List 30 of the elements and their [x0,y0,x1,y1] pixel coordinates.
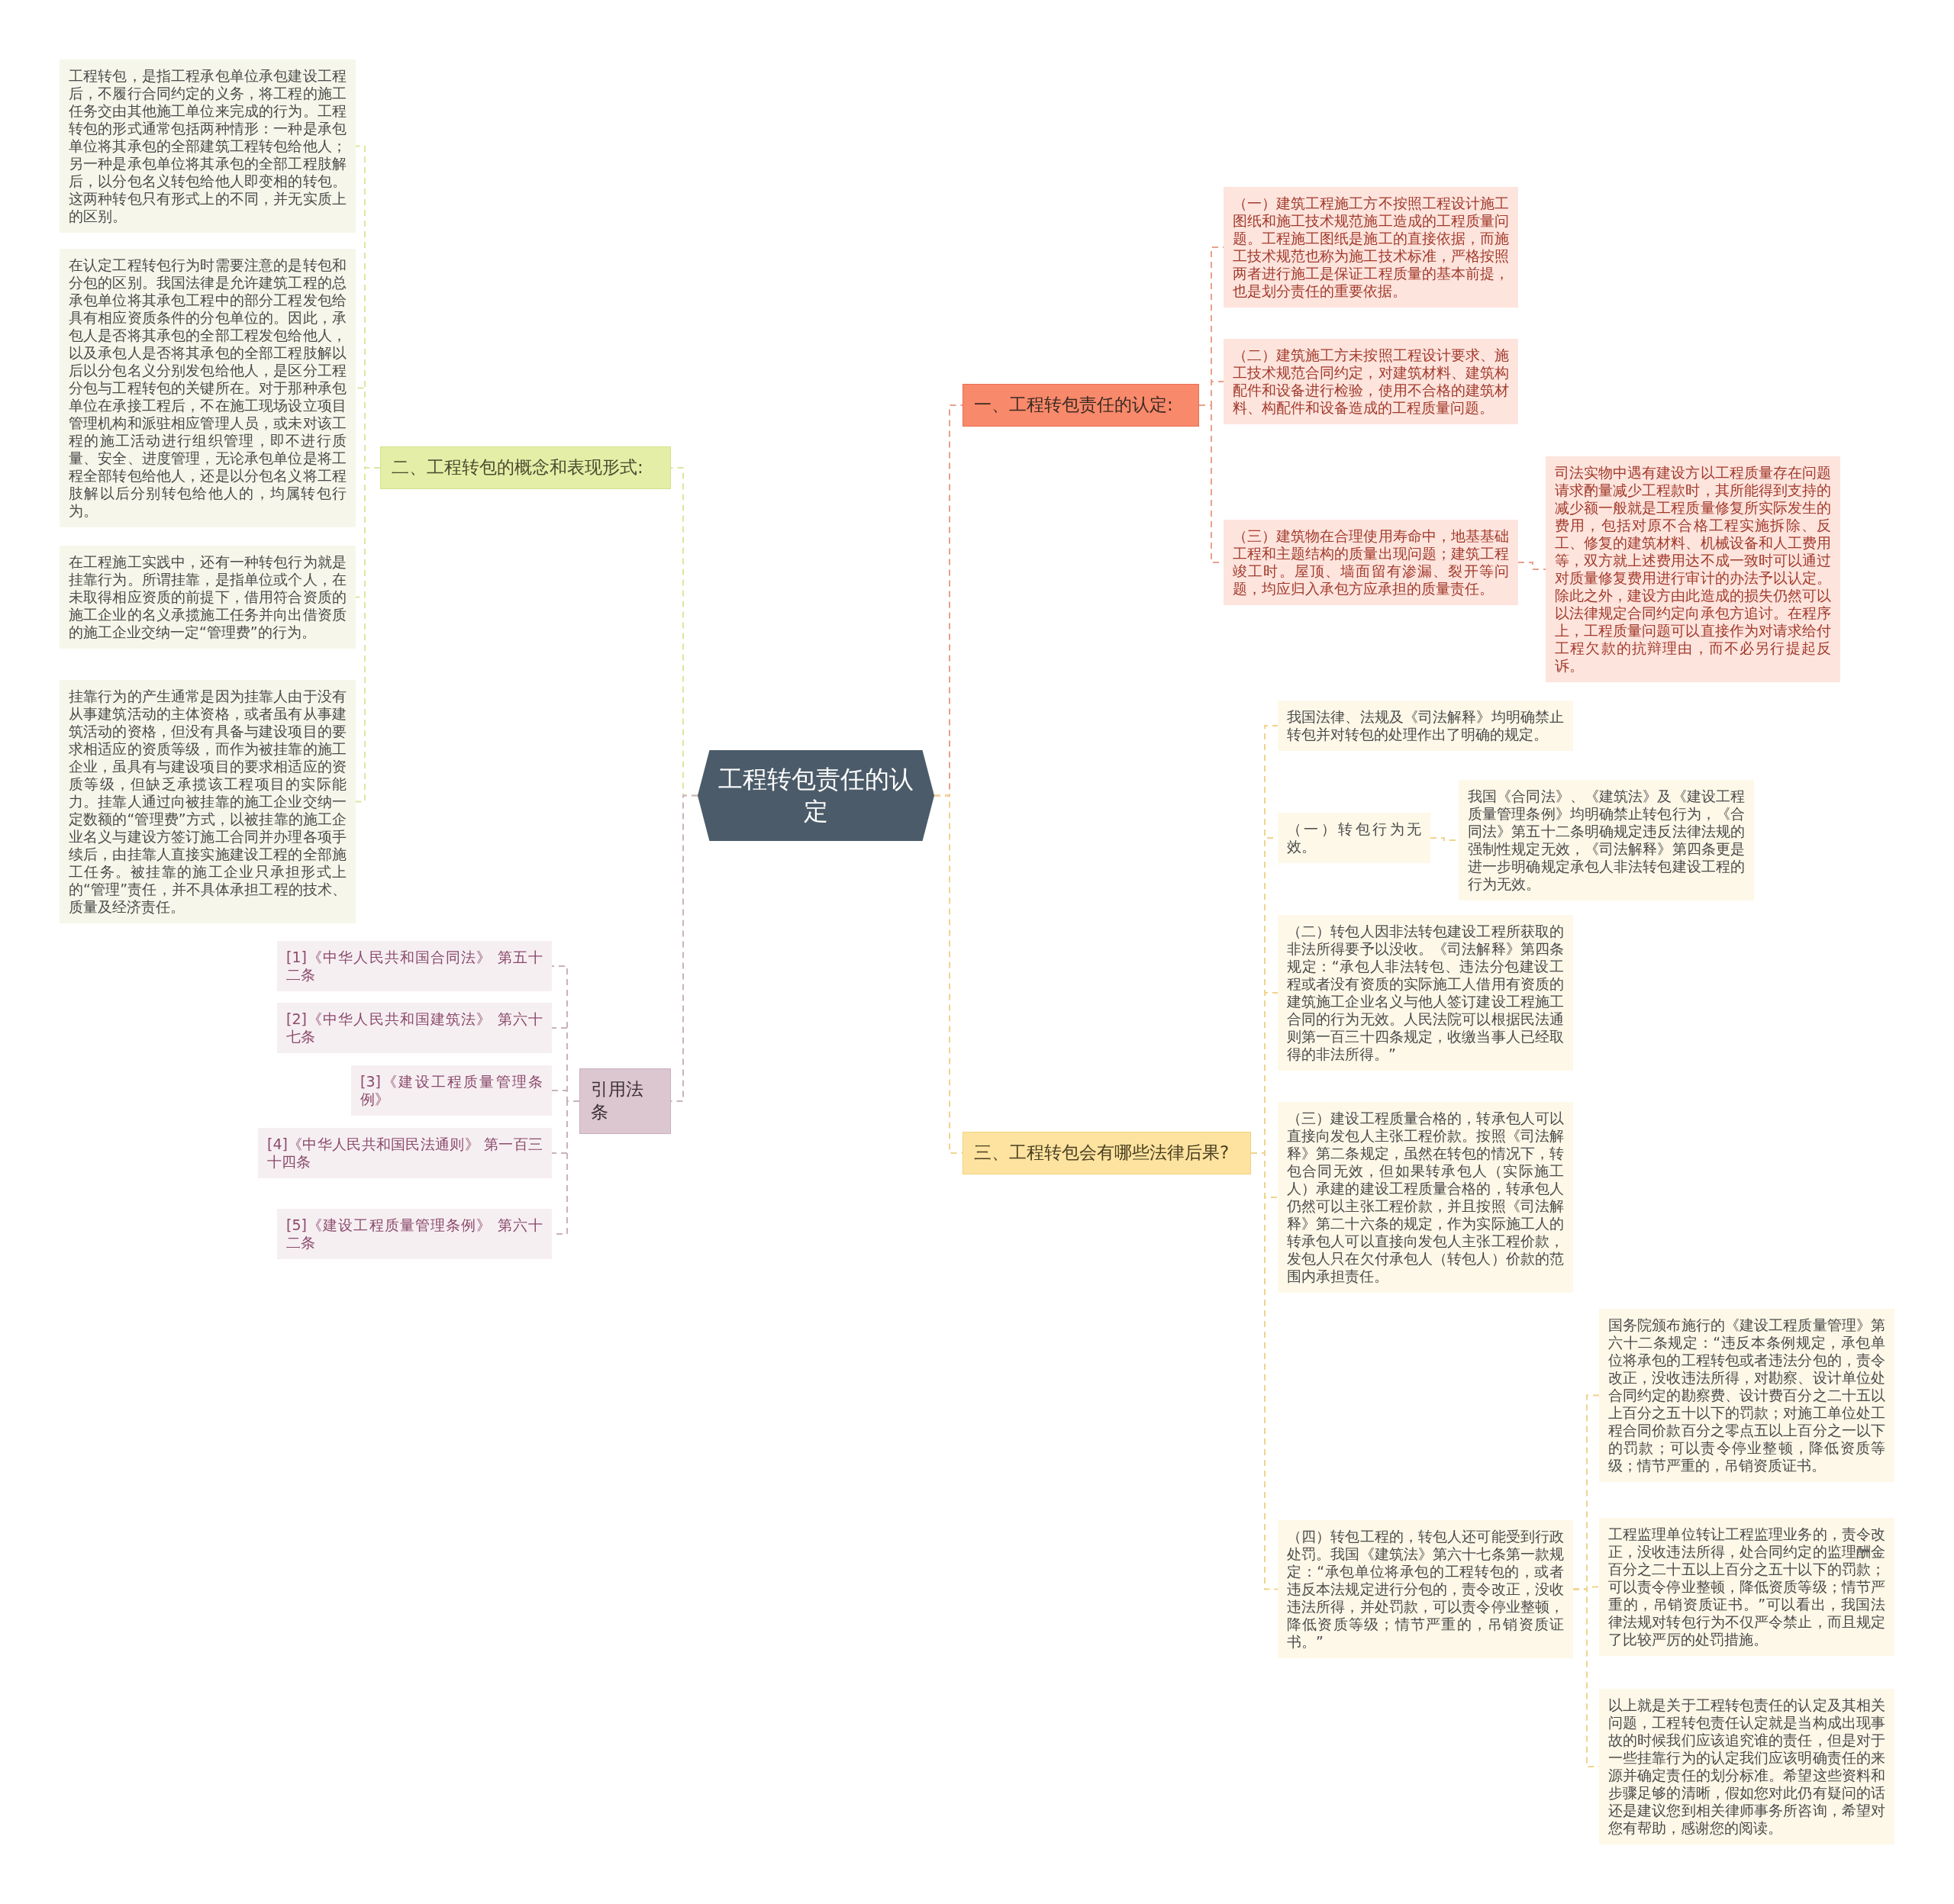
text-card: 在工程施工实践中，还有一种转包行为就是挂靠行为。所谓挂靠，是指单位或个人，在未取得相应资质的前提下，借用符合资质的施工企业的名义承揽施工任务并向出借资质的施工企业交纳一定“管理费”的行为。 [60,546,356,649]
text-card: 工程监理单位转让工程监理业务的，责令改正，没收违法所得，处合同约定的监理酬金百分之二十五以上百分之五十以下的罚款；可以责令停业整顿，降低资质等级；情节严重的，吊销资质证书。”可以看出，我国法律法规对转包行为不仅严令禁止，而且规定了比较严厉的处罚措施。 [1599,1518,1894,1656]
text-card: 司法实物中遇有建设方以工程质量存在问题请求酌量减少工程款时，其所能得到支持的减少额一般就是工程质量修复所实际发生的费用，包括对原不合格工程实施拆除、反工、修复的建筑材料、机械设备和人工费用等，双方就上述费用达不成一致时可以通过对质量修复费用进行审计的办法予以认定。除此之外，建设方由此造成的损失仍然可以以法律规定合同约定向承包方追讨。在程序上，工程质量问题可以直接作为对请求给付工程欠款的抗辩理由，而不必另行提起反诉。 [1546,456,1840,682]
connector-line [1517,562,1546,570]
text-card: （二）转包人因非法转包建设工程所获取的非法所得要予以没收。《司法解释》第四条规定：“承包人非法转包、违法分包建设工程或者没有资质的实际施工人借用有资质的建筑施工企业名义与他人签订建设工程施工合同的行为无效。人民法院可以根据民法通则第一百三十四条规定，收缴当事人已经取得的非法所得。” [1278,915,1573,1071]
text-card: 在认定工程转包行为时需要注意的是转包和分包的区别。我国法律是允许建筑工程的总承包单位将其承包工程中的部分工程发包给具有相应资质条件的分包单位的。因此，承包人是否将其承包的全部工程发包给他人，以及承包人是否将其承包的全部工程肢解以后以分包名义分别发包给他人，是区分工程分包与工程转包的关键所在。对于那种承包单位在承接工程后，不在施工现场设立项目管理机构和派驻相应管理人员，或未对该工程的施工活动进行组织管理，即不进行质量、安全、进度管理，无论承包单位是将工程全部转包给他人，还是以分包名义将工程肢解以后分别转包给他人的，均属转包行为。 [60,249,356,527]
text-card: 国务院颁布施行的《建设工程质量管理》第六十二条规定：“违反本条例规定，承包单位将承包的工程转包或者违法分包的，责令改正，没收违法所得，对勘察、设计单位处合同约定的勘察费、设计费百分之二十五以上百分之五十以下的罚款；对施工单位处工程合同价款百分之零点五以上百分之一以下的罚款；可以责令停业整顿，降低资质等级；情节严重的，吊销资质证书。 [1599,1309,1894,1482]
connector-line [933,794,963,1154]
text-card: （一）转包行为无效。 [1278,813,1430,863]
text-card: 我国法律、法规及《司法解释》均明确禁止转包并对转包的处理作出了明确的规定。 [1278,701,1573,751]
citation-box: [5]《建设工程质量管理条例》 第六十二条 [277,1209,552,1259]
text-card: 工程转包，是指工程承包单位承包建设工程后，不履行合同约定的义务，将工程的施工任务交由其他施工单位来完成的行为。工程转包的形式通常包括两种情形：一种是承包单位将其承包的全部建筑工程转包给他人；另一种是承包单位将其承包的全部工程肢解后，以分包名义转包给他人即变相的转包。这两种转包只有形式上的不同，并无实质上的区别。 [60,60,356,233]
citation-box: [4]《中华人民共和国民法通则》 第一百三十四条 [258,1128,552,1178]
text-card: （三）建筑物在合理使用寿命中，地基基础工程和主题结构的质量出现问题；建筑工程竣工时。屋顶、墙面留有渗漏、裂开等问题，均应归入承包方应承担的质量责任。 [1224,520,1518,605]
topic-box: 二、工程转包的概念和表现形式: [380,446,671,489]
topic-box: 三、工程转包会有哪些法律后果? [962,1132,1251,1174]
central-topic-node: 工程转包责任的认定 [698,750,934,842]
topic-box: 引用法条 [579,1068,671,1134]
text-card: （三）建设工程质量合格的，转承包人可以直接向发包人主张工程价款。按照《司法解释》第二条规定，虽然在转包的情况下，转包合同无效，但如果转承包人（实际施工人）承建的建设工程质量合格的，转承包人仍然可以主张工程价款，并且按照《司法解释》第二十六条的规定，作为实际施工人的转承包人可以直接向发包人主张工程价款，发包人只在欠付承包人（转包人）价款的范围内承担责任。 [1278,1102,1573,1293]
text-card: 挂靠行为的产生通常是因为挂靠人由于没有从事建筑活动的主体资格，或者虽有从事建筑活动的资格，但没有具备与建设项目的要求相适应的资质等级，而作为被挂靠的施工企业，虽具有与建设项目的要求相适应的资质等级，但缺乏承揽该工程项目的实际能力。挂靠人通过向被挂靠的施工企业交纳一定数额的“管理费”方式，以被挂靠的施工企业名义与建设方签订施工合同并办理各项手续后，由挂靠人直接实施建设工程的全部施工任务。被挂靠的施工企业只承担形式上的“管理”责任，并不具体承担工程的技术、质量及经济责任。 [60,680,356,923]
text-card: （一）建筑工程施工方不按照工程设计施工图纸和施工技术规范施工造成的工程质量问题。工程施工图纸是施工的直接依据，而施工技术规范也称为施工技术标准，严格按照两者进行施工是保证工程质量的基本前提，也是划分责任的重要依据。 [1224,187,1518,308]
connector-line [670,794,698,1102]
citation-box: [3]《建设工程质量管理条例》 [351,1065,552,1116]
topic-box: 一、工程转包责任的认定: [962,384,1199,427]
citation-box: [1]《中华人民共和国合同法》 第五十二条 [277,941,552,991]
text-card: （四）转包工程的，转包人还可能受到行政处罚。我国《建筑法》第六十七条第一款规定：“承包单位将承包的工程转包的，或者违反本法规定进行分包的，责令改正，没收违法所得，并处罚款，可以责令停业整顿，降低资质等级；情节严重的，吊销资质证书。” [1278,1520,1573,1658]
text-card: 以上就是关于工程转包责任的认定及其相关问题，工程转包责任认定就是当构成出现事故的时候我们应该追究谁的责任，但是对于一些挂靠行为的认定我们应该明确责任的来源并确定责任的划分标准。希望这些资料和步骤足够的清晰，假如您对此仍有疑问的话还是建议您到相关律师事务所咨询，希望对您有帮助，感谢您的阅读。 [1599,1689,1894,1844]
text-card: （二）建筑施工方未按照工程设计要求、施工技术规范合同约定，对建筑材料、建筑构配件和设备进行检验，使用不合格的建筑材料、构配件和设备造成的工程质量问题。 [1224,339,1518,424]
text-card: 我国《合同法》、《建筑法》及《建设工程质量管理条例》均明确禁止转包行为，《合同法》第五十二条明确规定违反法律法规的强制性规定无效，《司法解释》第四条更是进一步明确规定承包人非法转包建设工程的行为无效。 [1459,780,1754,900]
citation-box: [2]《中华人民共和国建筑法》 第六十七条 [277,1003,552,1053]
